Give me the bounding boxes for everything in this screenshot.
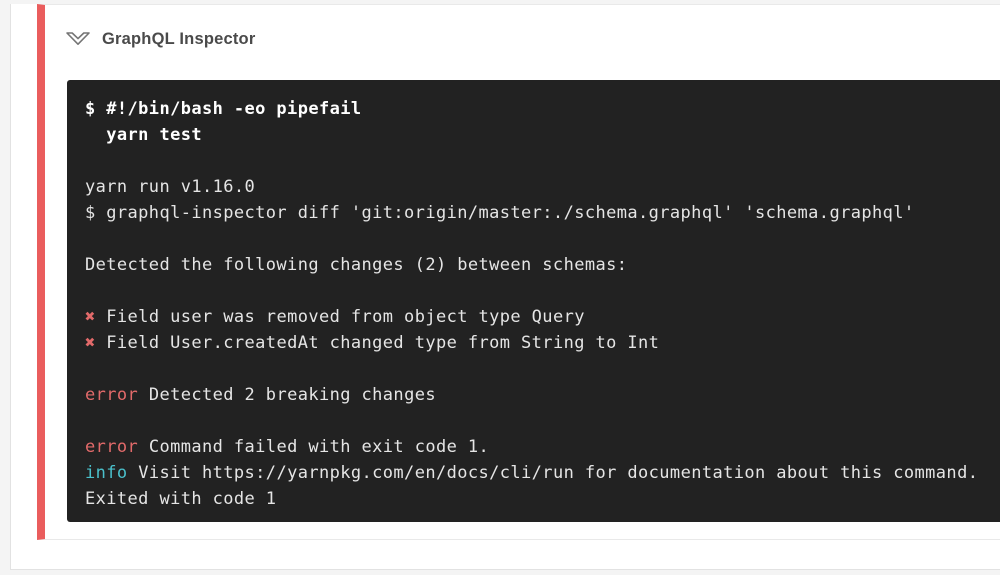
terminal-line [85, 408, 988, 434]
terminal-line: ✖ Field User.createdAt changed type from… [85, 333, 660, 353]
terminal-line [85, 226, 988, 252]
step-title: GraphQL Inspector [102, 29, 256, 48]
error-prefix: ✖ [85, 333, 96, 353]
terminal-line: $ graphql-inspector diff 'git:origin/mas… [85, 203, 915, 223]
terminal-line: error Command failed with exit code 1. [85, 437, 490, 457]
terminal-line: yarn test [85, 125, 202, 145]
terminal-line: Detected the following changes (2) betwe… [85, 255, 628, 275]
terminal-line: info Visit https://yarnpkg.com/en/docs/c… [85, 463, 979, 483]
terminal-line [85, 148, 988, 174]
error-prefix: error [85, 385, 139, 405]
terminal-line: ✖ Field user was removed from object typ… [85, 307, 585, 327]
terminal-line: $ #!/bin/bash -eo pipefail [85, 99, 362, 119]
terminal-block: $ #!/bin/bash -eo pipefail yarn test yar… [67, 80, 1000, 522]
build-output-panel: GraphQL Inspector $ #!/bin/bash -eo pipe… [10, 4, 1000, 570]
error-prefix: ✖ [85, 307, 96, 327]
terminal-line: yarn run v1.16.0 [85, 177, 256, 197]
error-prefix: error [85, 437, 139, 457]
build-step-graphql-inspector: GraphQL Inspector $ #!/bin/bash -eo pipe… [37, 4, 1000, 540]
collapse-chevron-icon[interactable] [64, 26, 92, 52]
terminal-line: Exited with code 1 [85, 489, 277, 509]
terminal-line [85, 278, 988, 304]
terminal-line [85, 356, 988, 382]
terminal-output: $ #!/bin/bash -eo pipefail yarn test yar… [85, 96, 988, 512]
info-prefix: info [85, 463, 128, 483]
terminal-line: error Detected 2 breaking changes [85, 385, 436, 405]
step-header[interactable]: GraphQL Inspector [45, 5, 1000, 80]
